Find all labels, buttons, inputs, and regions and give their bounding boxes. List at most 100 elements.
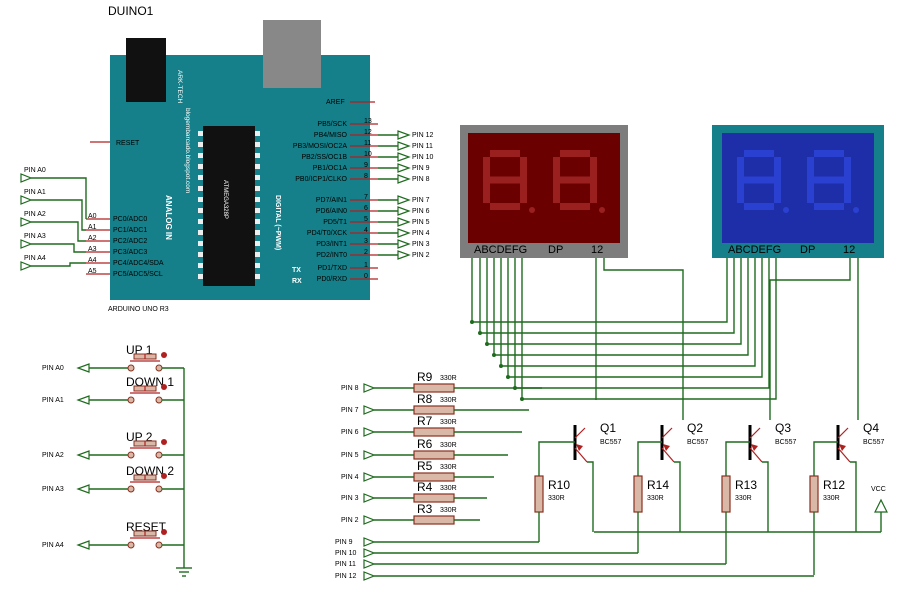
base-wire: [538, 441, 575, 476]
transistor-collector: [661, 427, 673, 439]
reset-label: RESET: [116, 140, 140, 147]
digital-pin-number: 0: [364, 273, 368, 280]
segment: [844, 157, 851, 180]
emitter-arrow-icon: [663, 444, 670, 451]
chip-pin-left: [198, 274, 203, 279]
button-contact: [155, 541, 163, 549]
seg-wire-blue: [472, 258, 728, 323]
tx-label: TX: [292, 267, 301, 274]
chip-pin-left: [198, 131, 203, 136]
segment: [744, 176, 774, 184]
chip-pin-right: [255, 197, 260, 202]
emitter-arrow-icon: [576, 444, 583, 451]
chip-pin-right: [255, 208, 260, 213]
decimal-point: [599, 207, 605, 213]
port-arrow-icon: [397, 217, 411, 227]
vcc-label: VCC: [871, 486, 886, 493]
vcc-terminal: VCC: [594, 486, 888, 533]
resistor-value: 330R: [440, 419, 457, 426]
chip-pin-left: [198, 219, 203, 224]
left-port-wire: [31, 199, 86, 231]
button-contact: [127, 364, 135, 372]
digital-pin-number: 5: [364, 216, 368, 223]
port-arrow-icon: [363, 493, 376, 503]
blue-digits: [737, 150, 859, 213]
segment: [807, 180, 814, 203]
resistor-name: R13: [735, 478, 757, 492]
button-port-label: PIN A3: [42, 486, 64, 493]
board-model: ARDUINO UNO R3: [108, 306, 169, 313]
red-digits: [483, 150, 605, 213]
digital-pin-label: PB4/MISO: [314, 132, 348, 139]
button-contact: [155, 396, 163, 404]
port-arrow-icon: [397, 250, 411, 260]
resistor-body: [413, 405, 455, 415]
port-arrow-icon: [397, 228, 411, 238]
bottom-port-label: PIN 9: [335, 539, 353, 546]
resistor-value: 330R: [647, 495, 664, 502]
transistor-model: BC557: [600, 439, 622, 446]
chip-pins: [198, 131, 260, 279]
chip-pin-left: [198, 142, 203, 147]
digital-pin-number: 12: [364, 129, 372, 136]
resistor-body: [413, 493, 455, 503]
left-port-wire: [31, 221, 86, 242]
left-port-label: PIN A3: [24, 233, 46, 240]
analog-pin-label: PC2/ADC2: [113, 238, 147, 245]
port-arrow-icon: [20, 239, 33, 249]
right-port-label: PIN 10: [412, 154, 434, 161]
segment: [807, 157, 814, 180]
button-contact: [155, 364, 163, 372]
resistor-body: [413, 450, 455, 460]
transistor-name: Q1: [600, 421, 616, 435]
button-led-icon: [161, 384, 167, 390]
transistor-name: Q2: [687, 421, 703, 435]
right-port-label: PIN 6: [412, 208, 430, 215]
transistor-emitter: [837, 447, 851, 463]
right-port-label: PIN 8: [412, 176, 430, 183]
segment: [744, 150, 774, 157]
left-port-label: PIN A0: [24, 167, 46, 174]
display-red[interactable]: ABCDEFG DP 12: [460, 125, 628, 258]
port-arrow-icon: [363, 383, 376, 393]
digital-pin-label: PB2/SS/OC1B: [301, 154, 347, 161]
left-port-wire: [31, 262, 86, 267]
port-arrow-icon: [363, 427, 376, 437]
resistor-body: [413, 427, 455, 437]
port-arrow-icon: [20, 261, 33, 271]
port-arrow-icon: [397, 239, 411, 249]
segment: [737, 157, 744, 180]
segment: [490, 150, 520, 157]
seg-wire-blue: [515, 258, 770, 389]
arduino-board[interactable]: DUINO1 ARK-TECH blogembarcado.blogspot.c…: [86, 4, 378, 313]
segment: [774, 180, 781, 203]
button-led-icon: [161, 473, 167, 479]
display-blue[interactable]: ABCDEFG DP 12: [712, 125, 884, 258]
bottom-port-label: PIN 11: [335, 561, 356, 568]
port-arrow-icon: [397, 174, 411, 184]
port-arrow-icon: [76, 395, 90, 405]
